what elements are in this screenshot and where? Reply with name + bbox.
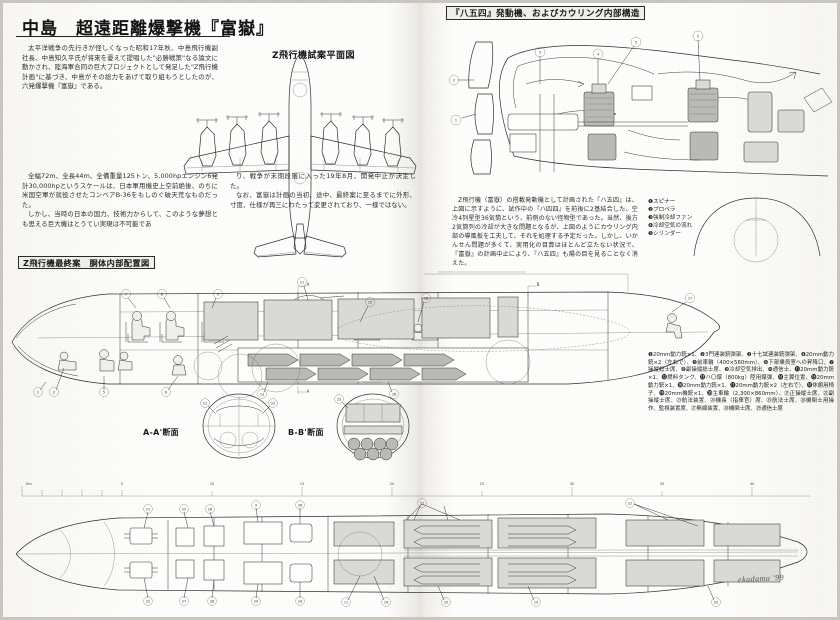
plan-view-caption: Z飛行機試案平面図 [272, 51, 356, 61]
svg-text:11: 11 [344, 600, 348, 604]
svg-text:20: 20 [390, 482, 395, 486]
svg-text:9: 9 [217, 292, 219, 296]
svg-text:12: 12 [628, 501, 632, 505]
legend-item-1: ❷プロペラ [648, 207, 676, 213]
svg-text:10: 10 [210, 482, 215, 486]
svg-text:2: 2 [453, 78, 455, 82]
engine-front-view [693, 197, 821, 263]
svg-text:8: 8 [161, 292, 163, 296]
cross-section-a-a: 21 22 [200, 393, 278, 459]
engine-body-text: Z飛行機（富嶽）の搭載発動機として計画された『ハ五四』は、上図に示すように、試作… [452, 196, 638, 268]
svg-text:12: 12 [420, 501, 424, 505]
svg-text:B: B [537, 282, 540, 287]
engine-body-paragraph: Z飛行機（富嶽）の搭載発動機として計画された『ハ五四』は、上図に示すように、試作… [452, 197, 638, 267]
page-edge-right [837, 0, 840, 620]
svg-text:19: 19 [534, 600, 538, 604]
engine-legend-list: ❶スピナー ❷プロペラ ❸強制冷却ファン ❹冷却空気の流れ ❺シリンダー [648, 198, 730, 238]
page-edge-top [0, 0, 840, 3]
fuselage-plan-bottom: 21 25 26 9 28 22 27 26 29 24 12 12 11 14… [15, 498, 808, 607]
svg-text:5: 5 [121, 482, 123, 486]
equipment-list: ❶20mm動力銃×1、❷3門連装銃弾架、❸十七試連装銃弾架、❹20mm動力銃×2… [648, 352, 834, 414]
fuselage-side-cutaway: A A B 1 2 5 6 7 8 9 11 15 16 17 13 18 [11, 271, 721, 399]
intro-paragraph: 太平洋戦争の先行きが怪しくなった昭和17年秋、中島飛行機副社長、中島知久平氏が将… [22, 44, 218, 92]
svg-text:18: 18 [392, 392, 396, 396]
svg-text:9: 9 [255, 503, 257, 507]
svg-text:30: 30 [570, 482, 575, 486]
legend-item-3: ❹冷却空気の流れ [648, 223, 693, 229]
svg-text:29: 29 [254, 599, 258, 603]
svg-text:1: 1 [455, 118, 457, 122]
svg-text:A: A [307, 389, 310, 394]
svg-text:5: 5 [635, 40, 637, 44]
svg-text:15: 15 [368, 300, 372, 304]
svg-text:26: 26 [208, 507, 212, 511]
spec-text-2: しかし、当時の日本の国力、技術力からして、このような夢想とも思える巨大機はとうて… [22, 210, 218, 228]
svg-text:A: A [307, 282, 310, 287]
svg-text:5: 5 [697, 34, 699, 38]
page-edge-left [0, 0, 3, 620]
cross-section-b-b: 23 [334, 393, 410, 461]
svg-text:21: 21 [203, 401, 207, 405]
svg-text:10: 10 [444, 600, 448, 604]
svg-text:11: 11 [300, 280, 304, 284]
svg-text:2: 2 [53, 390, 55, 394]
page-title: 中島 超遠距離爆撃機『富嶽』 [22, 19, 274, 39]
equipment-list-text: ❶20mm動力銃×1、❷3門連装銃弾架、❸十七試連装銃弾架、❹20mm動力銃×2… [648, 352, 834, 412]
svg-text:3: 3 [539, 50, 541, 54]
svg-text:26: 26 [210, 599, 214, 603]
svg-text:28: 28 [298, 503, 302, 507]
page-edge-bottom [0, 617, 840, 620]
svg-text:17: 17 [688, 296, 692, 300]
svg-text:16: 16 [424, 296, 428, 300]
svg-text:7: 7 [125, 292, 127, 296]
svg-text:25: 25 [480, 482, 485, 486]
engine-cutaway-diagram: 2 1 3 4 5 5 [448, 30, 833, 177]
svg-text:23: 23 [337, 397, 341, 401]
svg-text:15: 15 [300, 482, 305, 486]
title-underline [16, 36, 230, 38]
scale-ruler: 0m 5 10 15 20 25 30 35 40 [21, 482, 810, 497]
fuselage-section-header: Z飛行機最終案 胴体内部配置図 [18, 256, 155, 269]
legend-item-4: ❺シリンダー [648, 231, 681, 237]
svg-text:35: 35 [660, 482, 665, 486]
spec-paragraph-right: り、戦争が末期段階に入った19年8月、開発中止が決定した。 なお、富嶽は計画の当… [230, 172, 416, 210]
spec-text-right-1: り、戦争が末期段階に入った19年8月、開発中止が決定した。 [230, 172, 416, 190]
svg-text:4: 4 [597, 52, 599, 56]
spec-text-1: 全幅72m、全長44m、全備重量125トン、5,000hpエンジン6発計30,0… [22, 172, 218, 209]
svg-text:40: 40 [750, 482, 755, 486]
svg-text:22: 22 [146, 599, 150, 603]
legend-item-0: ❶スピナー [648, 199, 676, 205]
spec-paragraph-left: 全幅72m、全長44m、全備重量125トン、5,000hpエンジン6発計30,0… [22, 172, 218, 230]
cross-section-b-label: B-B'断面 [288, 428, 324, 437]
svg-text:14: 14 [384, 600, 388, 604]
legend-item-2: ❸強制冷却ファン [648, 215, 693, 221]
engine-section-header: 『八五四』発動機、およびカウリング内部構造 [446, 6, 645, 20]
svg-text:25: 25 [182, 507, 186, 511]
svg-text:20: 20 [714, 600, 718, 604]
ruler-origin-label: 0m [26, 482, 32, 486]
cross-section-a-label: A-A'断面 [143, 428, 179, 437]
svg-text:5: 5 [103, 390, 105, 394]
spec-text-right-2: なお、富嶽は計画の当初、途中、最終案に至るまでに外形、寸度、仕様が再三にわたって… [230, 191, 416, 209]
svg-text:13: 13 [260, 392, 264, 396]
svg-text:21: 21 [146, 507, 150, 511]
svg-text:6: 6 [165, 390, 167, 394]
svg-text:22: 22 [271, 401, 275, 405]
intro-text: 太平洋戦争の先行きが怪しくなった昭和17年秋、中島飛行機副社長、中島知久平氏が将… [22, 44, 218, 91]
svg-text:1: 1 [37, 390, 39, 394]
aircraft-plan-view [183, 53, 417, 258]
svg-text:24: 24 [298, 599, 302, 603]
svg-text:27: 27 [182, 599, 186, 603]
